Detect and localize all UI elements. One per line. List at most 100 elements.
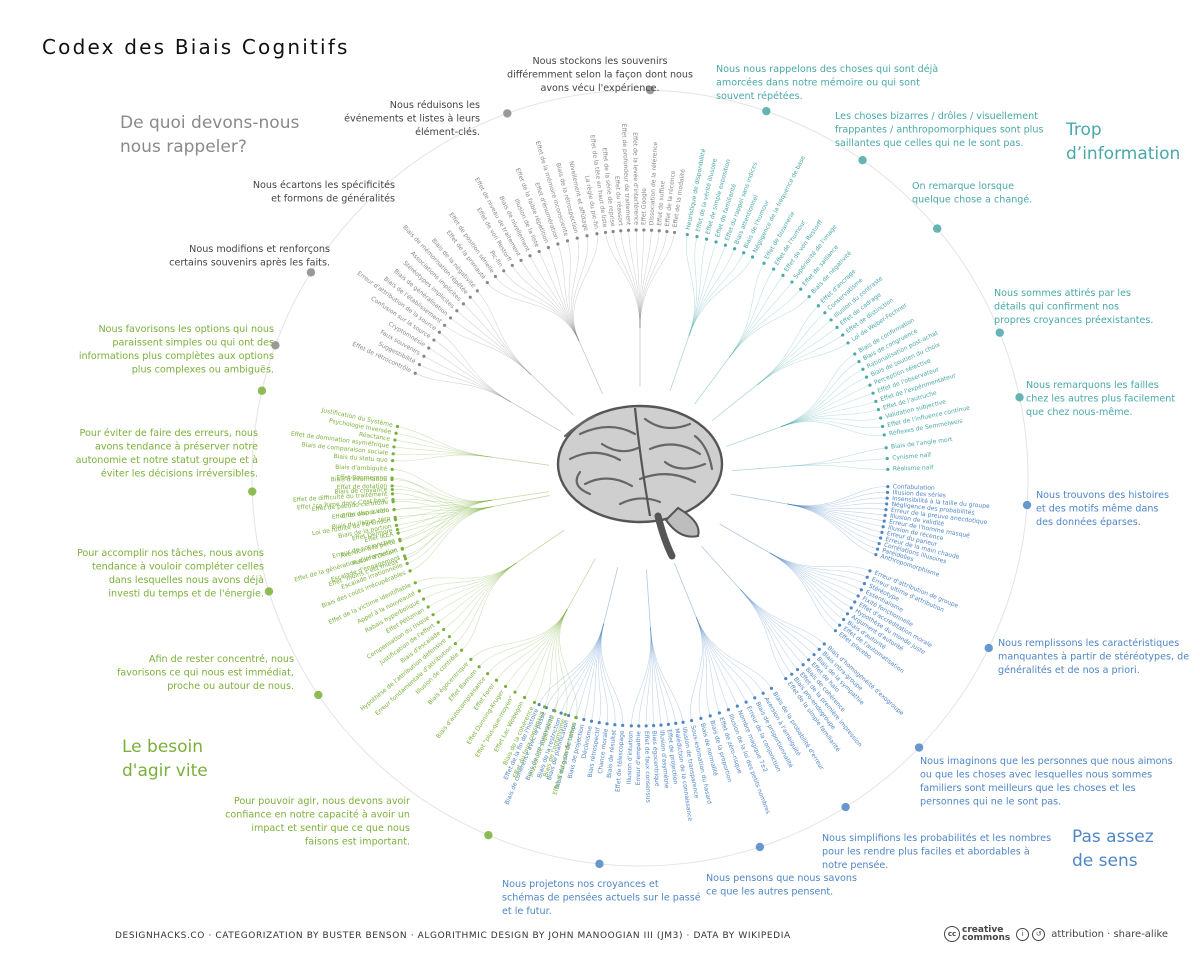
branch-line — [787, 503, 881, 539]
bias-dot — [437, 330, 441, 334]
brain-fold — [693, 434, 714, 471]
brain-fold — [648, 443, 702, 456]
bias-dot — [833, 629, 838, 633]
branch-trunk — [711, 384, 758, 422]
branch-line — [789, 464, 888, 470]
branch-line — [740, 589, 798, 670]
branch-line — [757, 342, 849, 385]
branch-line — [568, 623, 605, 716]
bias-dot — [874, 399, 878, 403]
bias-label: Effet Google — [640, 188, 648, 225]
branch-line — [757, 327, 838, 385]
branch-line — [740, 589, 820, 650]
bias-dot — [405, 561, 409, 566]
branch-line — [524, 609, 568, 698]
branch-line — [650, 627, 677, 724]
branch-line — [780, 376, 867, 427]
share-alike-icon: ↺ — [1032, 927, 1046, 941]
category-dot — [264, 587, 274, 596]
bias-dot — [880, 530, 884, 534]
branch-line — [487, 282, 580, 342]
attribution-icon: i — [1016, 927, 1030, 941]
category-label: confiance en notre capacité à avoir un — [225, 809, 410, 821]
bias-dot — [468, 295, 472, 299]
bias-dot — [881, 525, 885, 529]
branch-line — [591, 623, 605, 722]
bias-dot — [856, 594, 860, 598]
bias-dot — [790, 280, 794, 284]
branch-line — [695, 616, 772, 689]
branch-trunk — [491, 491, 550, 501]
branch-line — [787, 503, 884, 528]
category-label: Nous écartons les spécificités — [253, 179, 395, 191]
branch-line — [695, 616, 720, 714]
category-label: paraissent simples ou qui ont des — [112, 338, 274, 349]
brain-fold — [663, 460, 707, 470]
branch-line — [728, 296, 810, 358]
quadrant-title: Le besoin — [122, 737, 203, 757]
bias-label: Effet de la levée d'interférence — [631, 132, 639, 225]
bias-dot — [750, 255, 755, 259]
bias-dot — [657, 229, 661, 233]
category-label: pour les rendre plus faciles et abordabl… — [822, 846, 1030, 858]
branch-line — [688, 248, 735, 337]
bias-dot — [884, 508, 888, 512]
branch-line — [787, 503, 887, 510]
category-label: investi du temps et de l'énergie. — [108, 588, 264, 600]
bias-label: Biais de l'angle mort — [891, 436, 954, 451]
bias-dot — [402, 554, 407, 558]
bias-label: Dissociation de la référence — [648, 141, 659, 225]
branch-trunk — [726, 426, 782, 447]
branch-line — [534, 609, 568, 703]
branch-line — [567, 240, 580, 342]
category-label: et des motifs même dans — [1036, 503, 1158, 515]
category-dot — [248, 487, 257, 496]
bias-dot — [799, 287, 803, 291]
category-label: événements et listes à leurs — [344, 113, 480, 125]
branches — [391, 230, 888, 726]
bias-dot — [442, 627, 446, 632]
bias-dot — [611, 229, 615, 234]
branch-line — [688, 236, 698, 337]
bias-dot — [672, 230, 677, 235]
category-label: avons vécu l'expérience. — [540, 82, 659, 94]
category-label: proche ou autour de nous. — [167, 681, 294, 692]
branch-line — [415, 372, 511, 403]
bias-dot — [666, 722, 670, 726]
branch-line — [769, 552, 868, 578]
bias-dot — [453, 641, 457, 646]
branch-line — [780, 361, 860, 427]
bias-dot — [519, 258, 523, 262]
bias-label: Effet de profondeur de traitement — [620, 124, 632, 227]
bias-dot — [523, 695, 527, 700]
branch-line — [392, 479, 492, 502]
bias-dot — [853, 352, 857, 356]
branch-line — [769, 552, 855, 603]
branch-line — [690, 616, 703, 721]
category-label: avons tendance à préserver notre — [95, 441, 258, 453]
bias-dot — [838, 623, 842, 627]
branch-line — [757, 305, 819, 385]
branch-line — [495, 276, 580, 342]
bias-dot — [502, 269, 506, 273]
branch-line — [400, 506, 493, 542]
branch-line — [650, 627, 669, 725]
branch-line — [402, 499, 492, 550]
branch-line — [392, 493, 493, 510]
branch-line — [554, 609, 568, 712]
category-label: détails qui confirment nos — [994, 301, 1119, 313]
branch-line — [428, 347, 511, 403]
bias-dot — [651, 724, 656, 728]
branch-line — [612, 231, 641, 329]
branch-line — [769, 552, 852, 609]
bias-dot — [605, 722, 609, 726]
bias-dot — [391, 500, 395, 504]
branch-line — [559, 609, 578, 718]
bias-dot — [868, 569, 872, 573]
bias-dot — [400, 546, 404, 551]
branch-line — [396, 506, 493, 526]
branch-line — [415, 562, 517, 584]
bias-dot — [742, 251, 746, 255]
